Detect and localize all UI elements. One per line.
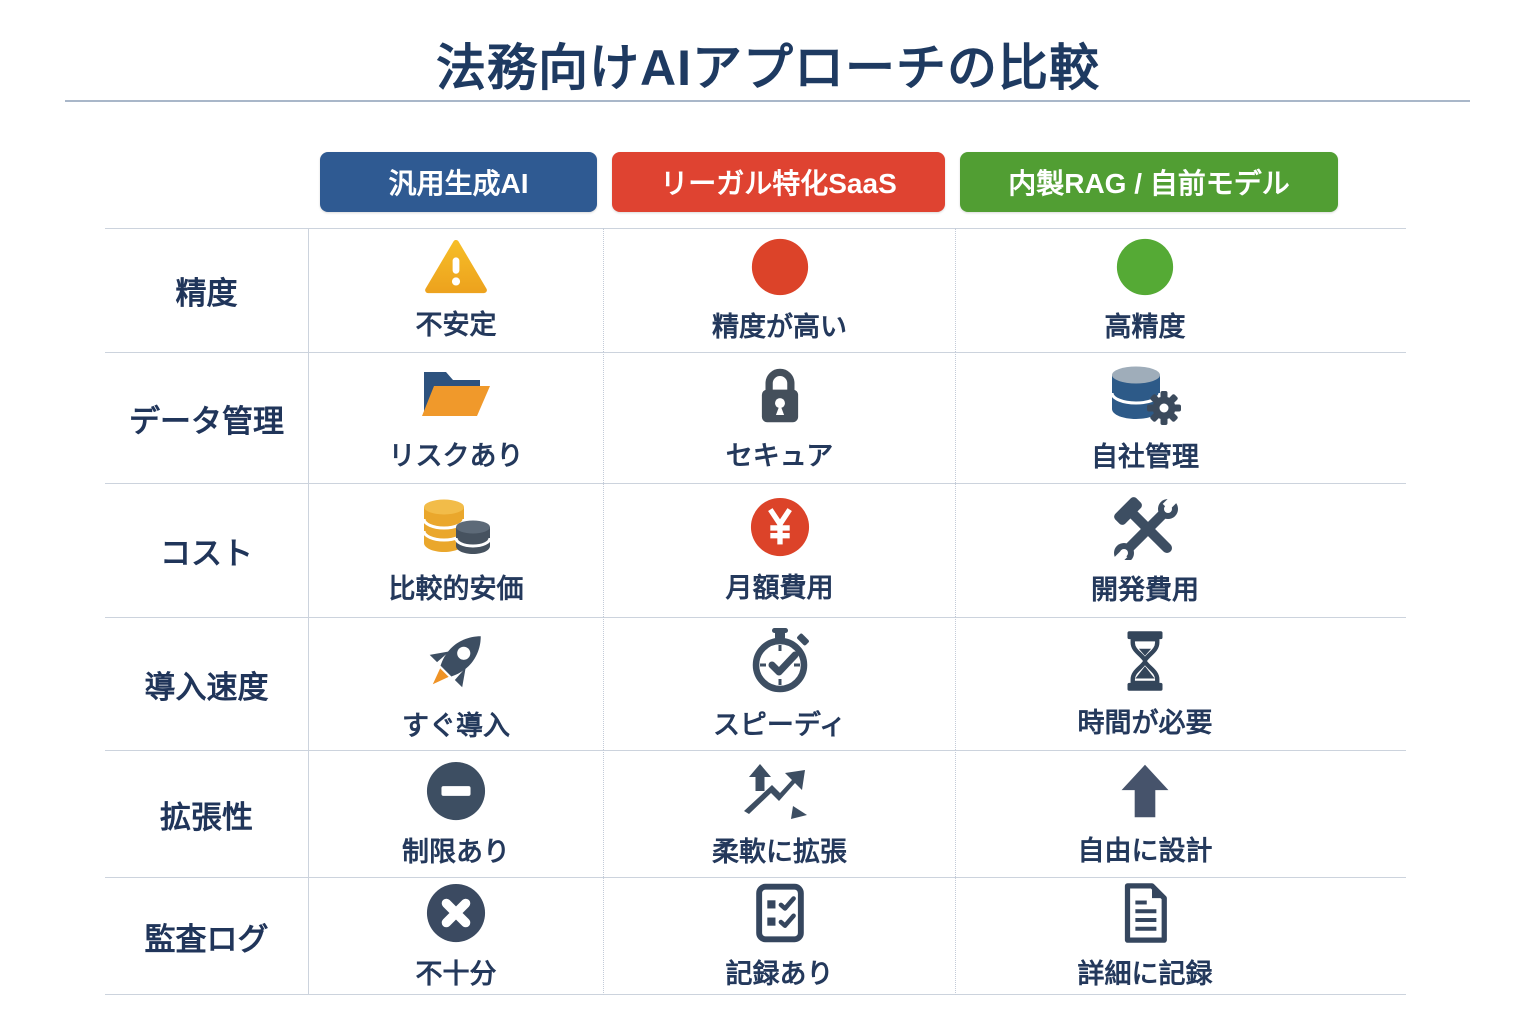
growth-arrows-icon <box>741 760 819 822</box>
column-header-legal-saas: リーガル特化SaaS <box>612 152 945 212</box>
cell-cost-generic: 比較的安価 <box>308 483 603 617</box>
cell-caption: リスクあり <box>388 440 524 471</box>
crossed-tools-icon <box>1107 494 1183 560</box>
cell-accuracy-generic: 不安定 <box>308 228 603 352</box>
row-label-text: データ管理 <box>129 403 284 439</box>
cell-speed-rag: 時間が必要 <box>955 617 1406 750</box>
lock-icon <box>751 364 809 426</box>
row-label-data-management: データ管理 <box>105 352 308 483</box>
red-status-circle-icon <box>750 237 810 297</box>
cell-caption: 高精度 <box>1104 312 1186 342</box>
row-label-accuracy: 精度 <box>105 228 308 352</box>
row-label-text: コスト <box>160 536 253 571</box>
cell-scalability-generic: 制限あり <box>308 750 603 877</box>
stopwatch-icon <box>747 627 813 695</box>
row-label-text: 精度 <box>175 276 238 311</box>
cell-caption: 詳細に記録 <box>1077 958 1213 989</box>
cell-caption: 比較的安価 <box>388 574 524 604</box>
cell-cost-rag: 開発費用 <box>955 483 1406 617</box>
cell-scalability-saas: 柔軟に拡張 <box>603 750 955 877</box>
x-circle-icon <box>425 882 487 944</box>
cell-caption: 不十分 <box>415 958 497 989</box>
row-label-text: 拡張性 <box>160 799 253 835</box>
column-header-generic-ai: 汎用生成AI <box>320 152 597 212</box>
cell-caption: 月額費用 <box>725 573 834 603</box>
checklist-icon <box>751 882 809 944</box>
cell-data-rag: 自社管理 <box>955 352 1406 483</box>
cell-speed-saas: スピーディ <box>603 617 955 750</box>
rocket-icon <box>418 626 494 696</box>
title-divider <box>65 100 1470 102</box>
comparison-table: 精度 不安定 精度が高い <box>105 228 1406 995</box>
row-label-deployment-speed: 導入速度 <box>105 617 308 750</box>
column-header-inhouse-rag: 内製RAG / 自前モデル <box>960 152 1338 212</box>
minus-circle-icon <box>425 760 487 822</box>
cell-data-saas: セキュア <box>603 352 955 483</box>
open-folder-icon <box>416 364 496 426</box>
cell-speed-generic: すぐ導入 <box>308 617 603 750</box>
cell-caption: 開発費用 <box>1091 575 1199 605</box>
up-arrow-icon <box>1115 761 1175 821</box>
cell-data-generic: リスクあり <box>308 352 603 483</box>
coin-stacks-icon <box>416 495 496 559</box>
cell-audit-saas: 記録あり <box>603 877 955 995</box>
cell-accuracy-rag: 高精度 <box>955 228 1406 352</box>
cell-caption: 自社管理 <box>1091 441 1199 472</box>
green-status-circle-icon <box>1115 237 1175 297</box>
row-label-text: 監査ログ <box>144 921 269 957</box>
cell-caption: 自由に設計 <box>1077 835 1213 866</box>
cell-caption: すぐ導入 <box>402 710 510 741</box>
yen-circle-icon <box>749 496 811 558</box>
row-label-audit-log: 監査ログ <box>105 877 308 995</box>
cell-audit-rag: 詳細に記録 <box>955 877 1406 995</box>
cell-caption: 柔軟に拡張 <box>712 836 847 867</box>
page-title: 法務向けAIアプローチの比較 <box>436 40 1100 96</box>
cell-caption: 時間が必要 <box>1077 707 1213 738</box>
database-gear-icon <box>1104 363 1186 427</box>
cell-caption: スピーディ <box>712 709 847 740</box>
cell-accuracy-saas: 精度が高い <box>603 228 955 352</box>
cell-caption: 記録あり <box>725 958 834 989</box>
row-label-scalability: 拡張性 <box>105 750 308 877</box>
cell-caption: 制限あり <box>402 836 510 867</box>
warning-triangle-icon <box>425 239 487 295</box>
hourglass-icon <box>1117 629 1173 693</box>
row-label-cost: コスト <box>105 483 308 617</box>
row-label-text: 導入速度 <box>144 669 269 705</box>
document-icon <box>1117 882 1173 944</box>
cell-cost-saas: 月額費用 <box>603 483 955 617</box>
cell-caption: セキュア <box>725 440 834 471</box>
cell-audit-generic: 不十分 <box>308 877 603 995</box>
cell-scalability-rag: 自由に設計 <box>955 750 1406 877</box>
cell-caption: 不安定 <box>415 310 497 340</box>
cell-caption: 精度が高い <box>712 312 847 342</box>
